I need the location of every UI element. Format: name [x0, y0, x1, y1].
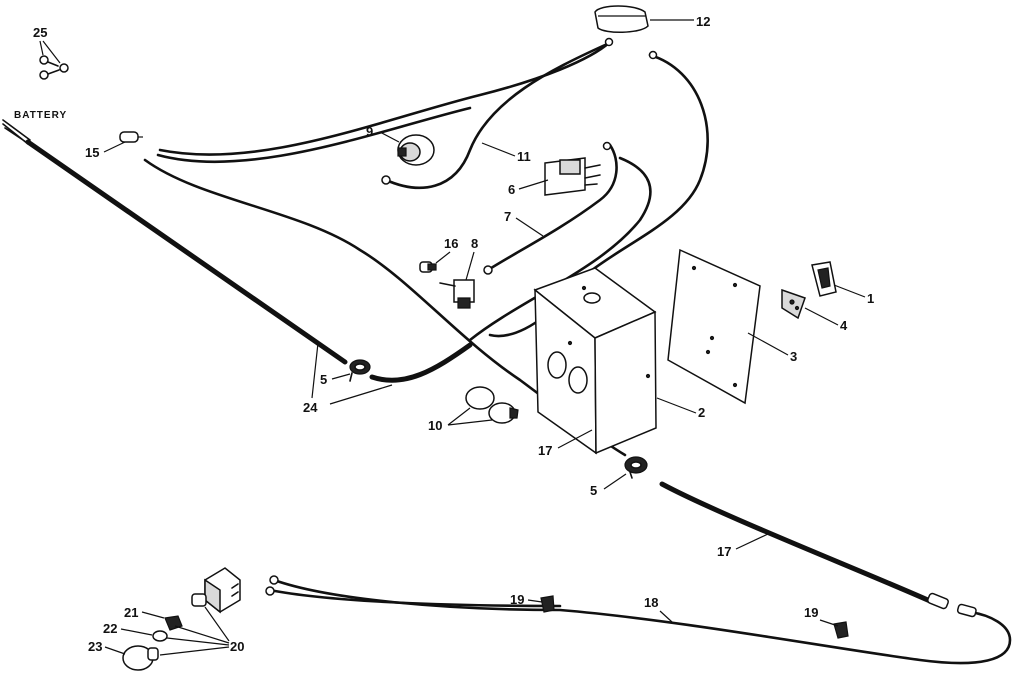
part-15-cap [119, 131, 143, 143]
callout-8: 8 [471, 236, 478, 251]
callout-9: 9 [366, 124, 373, 139]
cable-18-a [272, 578, 1012, 665]
callout-2: 2 [698, 405, 705, 420]
leader-21 [141, 611, 165, 619]
callout-16: 16 [444, 236, 458, 251]
leader-17-lower [735, 533, 769, 550]
leader-6 [518, 179, 549, 190]
part-5-clamp-upper [349, 359, 371, 382]
part-3-cover-plate [667, 248, 761, 405]
callout-3: 3 [790, 349, 797, 364]
leader-19-left [527, 599, 543, 603]
part-9-buzzer [397, 134, 435, 166]
callout-7: 7 [504, 209, 511, 224]
leader-11 [481, 142, 516, 157]
leader-24 [311, 342, 393, 405]
callout-17-upper: 17 [538, 443, 552, 458]
leader-19-right [819, 619, 839, 627]
part-2-junction-box [533, 267, 657, 455]
callout-25: 25 [33, 25, 47, 40]
part-1-clip [811, 261, 837, 297]
callout-18: 18 [644, 595, 658, 610]
wire-to-6-right [468, 156, 652, 342]
callout-4: 4 [840, 318, 848, 333]
battery-label: BATTERY [14, 110, 67, 121]
callout-19-right: 19 [804, 605, 818, 620]
connector-17 [927, 592, 949, 610]
callout-5-lower: 5 [590, 483, 597, 498]
harness-17 [659, 481, 933, 604]
part-10-caps [465, 386, 519, 424]
callout-20: 20 [230, 639, 244, 654]
leader-5-lower [603, 473, 627, 490]
wire-7 [486, 143, 618, 272]
leader-15 [103, 141, 126, 153]
callout-10: 10 [428, 418, 442, 433]
part-25-terminals [39, 55, 69, 80]
callout-15: 15 [85, 145, 99, 160]
callout-1: 1 [867, 291, 874, 306]
callout-12: 12 [696, 14, 710, 29]
part-23-knob [122, 645, 159, 671]
cable-18-b [268, 588, 562, 608]
part-6-relay [544, 157, 601, 196]
harness-24-bottom [369, 342, 473, 383]
part-4-bracket [781, 288, 806, 320]
wire-to-12-upper [158, 40, 612, 156]
callout-17-lower: 17 [717, 544, 731, 559]
harness-24-left [25, 139, 348, 365]
callout-19-left: 19 [510, 592, 524, 607]
leader-10 [447, 407, 493, 426]
callout-23: 23 [88, 639, 102, 654]
part-16-bulb [419, 261, 437, 273]
leader-7 [515, 217, 544, 237]
leader-18 [659, 610, 673, 623]
leader-16 [435, 251, 451, 264]
leader-20 [159, 606, 230, 656]
leader-23 [104, 646, 126, 655]
leader-17-upper [557, 429, 593, 449]
part-19-clip-left [540, 595, 555, 613]
part-5-clamp-lower [624, 456, 648, 479]
callout-6: 6 [508, 182, 515, 197]
part-20-switch [191, 567, 241, 614]
part-12-dome-light [594, 5, 649, 33]
leader-3 [747, 332, 789, 356]
callout-22: 22 [103, 621, 117, 636]
leader-1 [833, 284, 866, 298]
leader-25 [39, 40, 61, 64]
leader-4 [804, 307, 839, 326]
callout-21: 21 [124, 605, 138, 620]
wire-to-12-lower [156, 106, 472, 164]
leader-8 [465, 251, 475, 281]
callout-24: 24 [303, 400, 318, 415]
leader-5-upper [331, 373, 351, 380]
part-19-clip-right [833, 621, 849, 639]
leader-22 [120, 628, 153, 636]
part-8-toggle-switch [439, 279, 475, 309]
callout-5-upper: 5 [320, 372, 327, 387]
part-22-washer [152, 630, 168, 642]
wire-11 [384, 43, 607, 190]
connector-18 [956, 603, 977, 618]
leader-9 [379, 131, 400, 143]
callout-11: 11 [517, 149, 531, 164]
leader-2 [656, 397, 697, 414]
